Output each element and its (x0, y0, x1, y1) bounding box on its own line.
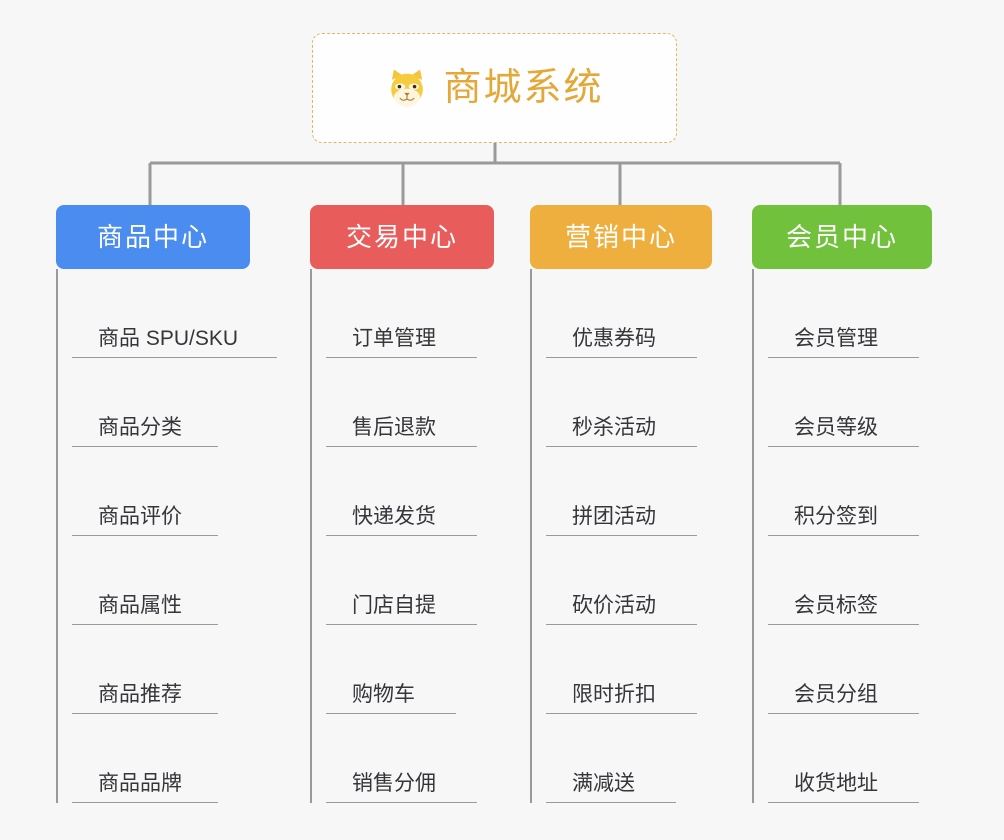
list-item-label: 限时折扣 (572, 683, 656, 706)
list-item[interactable]: 拼团活动 (546, 447, 712, 536)
list-item[interactable]: 订单管理 (326, 269, 494, 358)
list-item[interactable]: 门店自提 (326, 536, 494, 625)
list-item[interactable]: 优惠券码 (546, 269, 712, 358)
branch-商品中心: 商品中心 商品 SPU/SKU 商品分类 商品评价 商品属性 商品推荐 (56, 205, 277, 803)
list-item-label: 商品分类 (98, 416, 182, 439)
leaf-underline (72, 624, 218, 625)
list-item-label: 购物车 (352, 683, 415, 706)
category-label-2: 交易中心 (345, 222, 458, 252)
branch-营销中心: 营销中心 优惠券码 秒杀活动 拼团活动 砍价活动 限时折扣 (530, 205, 712, 803)
category-label-1: 商品中心 (96, 222, 209, 252)
list-item-label: 商品评价 (98, 505, 182, 528)
list-item-label: 优惠券码 (572, 327, 656, 350)
leaf-underline (326, 713, 456, 714)
category-box-4[interactable]: 会员中心 (752, 205, 932, 269)
list-item[interactable]: 销售分佣 (326, 714, 494, 803)
leaf-spine-3 (530, 269, 532, 803)
leaf-underline (326, 802, 477, 803)
leaf-spine-2 (310, 269, 312, 803)
leaf-list-1: 商品 SPU/SKU 商品分类 商品评价 商品属性 商品推荐 商品品牌 (56, 269, 277, 803)
leaf-underline (72, 357, 277, 358)
list-item-label: 销售分佣 (352, 772, 436, 795)
root-node[interactable]: 商城系统 (312, 33, 677, 143)
leaf-underline (768, 624, 919, 625)
list-item-label: 门店自提 (352, 594, 436, 617)
root-title: 商城系统 (443, 67, 604, 109)
leaf-underline (546, 624, 697, 625)
list-item[interactable]: 商品品牌 (72, 714, 250, 803)
leaf-underline (72, 446, 218, 447)
leaf-underline (546, 535, 697, 536)
list-item-label: 收货地址 (794, 772, 878, 795)
list-item-label: 砍价活动 (572, 594, 656, 617)
list-item-label: 售后退款 (352, 416, 436, 439)
list-item-label: 满减送 (572, 772, 635, 795)
leaf-list-4: 会员管理 会员等级 积分签到 会员标签 会员分组 收货地址 (752, 269, 932, 803)
list-item[interactable]: 商品推荐 (72, 625, 250, 714)
leaf-underline (546, 446, 697, 447)
list-item-label: 秒杀活动 (572, 416, 656, 439)
list-item[interactable]: 收货地址 (768, 714, 932, 803)
list-item-label: 会员分组 (794, 683, 878, 706)
list-item-label: 商品推荐 (98, 683, 182, 706)
category-box-1[interactable]: 商品中心 (56, 205, 250, 269)
list-item[interactable]: 快递发货 (326, 447, 494, 536)
leaf-underline (326, 535, 477, 536)
list-item[interactable]: 商品 SPU/SKU (72, 269, 277, 358)
list-item[interactable]: 商品属性 (72, 536, 250, 625)
list-item[interactable]: 会员标签 (768, 536, 932, 625)
list-item-label: 会员管理 (794, 327, 878, 350)
leaf-underline (72, 713, 218, 714)
leaf-underline (546, 802, 676, 803)
branch-会员中心: 会员中心 会员管理 会员等级 积分签到 会员标签 会员分组 (752, 205, 932, 803)
leaf-underline (768, 446, 919, 447)
leaf-underline (326, 357, 477, 358)
category-label-4: 会员中心 (785, 222, 898, 252)
leaf-underline (768, 802, 919, 803)
list-item-label: 商品 SPU/SKU (98, 327, 239, 350)
list-item-label: 商品品牌 (98, 772, 182, 795)
leaf-list-2: 订单管理 售后退款 快递发货 门店自提 购物车 销售分佣 (310, 269, 494, 803)
leaf-underline (72, 535, 218, 536)
leaf-underline (326, 446, 477, 447)
list-item[interactable]: 限时折扣 (546, 625, 712, 714)
leaf-underline (768, 535, 919, 536)
list-item-label: 积分签到 (794, 505, 878, 528)
branch-交易中心: 交易中心 订单管理 售后退款 快递发货 门店自提 购物车 (310, 205, 494, 803)
leaf-underline (546, 713, 697, 714)
leaf-underline (326, 624, 477, 625)
shiba-dog-emoji-icon (391, 69, 424, 108)
list-item-label: 订单管理 (352, 327, 436, 350)
category-label-3: 营销中心 (564, 222, 677, 252)
list-item[interactable]: 满减送 (546, 714, 712, 803)
list-item[interactable]: 商品评价 (72, 447, 250, 536)
leaf-spine-1 (56, 269, 58, 803)
list-item-label: 快递发货 (352, 505, 436, 528)
list-item[interactable]: 砍价活动 (546, 536, 712, 625)
leaf-spine-4 (752, 269, 754, 803)
list-item[interactable]: 积分签到 (768, 447, 932, 536)
list-item-label: 商品属性 (98, 594, 182, 617)
leaf-list-3: 优惠券码 秒杀活动 拼团活动 砍价活动 限时折扣 满减送 (530, 269, 712, 803)
list-item[interactable]: 商品分类 (72, 358, 250, 447)
list-item[interactable]: 秒杀活动 (546, 358, 712, 447)
leaf-underline (72, 802, 218, 803)
list-item[interactable]: 购物车 (326, 625, 494, 714)
category-box-3[interactable]: 营销中心 (530, 205, 712, 269)
list-item[interactable]: 会员分组 (768, 625, 932, 714)
category-box-2[interactable]: 交易中心 (310, 205, 494, 269)
list-item-label: 会员等级 (794, 416, 878, 439)
list-item[interactable]: 会员等级 (768, 358, 932, 447)
leaf-underline (768, 713, 919, 714)
list-item[interactable]: 售后退款 (326, 358, 494, 447)
list-item[interactable]: 会员管理 (768, 269, 932, 358)
leaf-underline (546, 357, 697, 358)
leaf-underline (768, 357, 919, 358)
list-item-label: 拼团活动 (572, 505, 656, 528)
list-item-label: 会员标签 (794, 594, 878, 617)
